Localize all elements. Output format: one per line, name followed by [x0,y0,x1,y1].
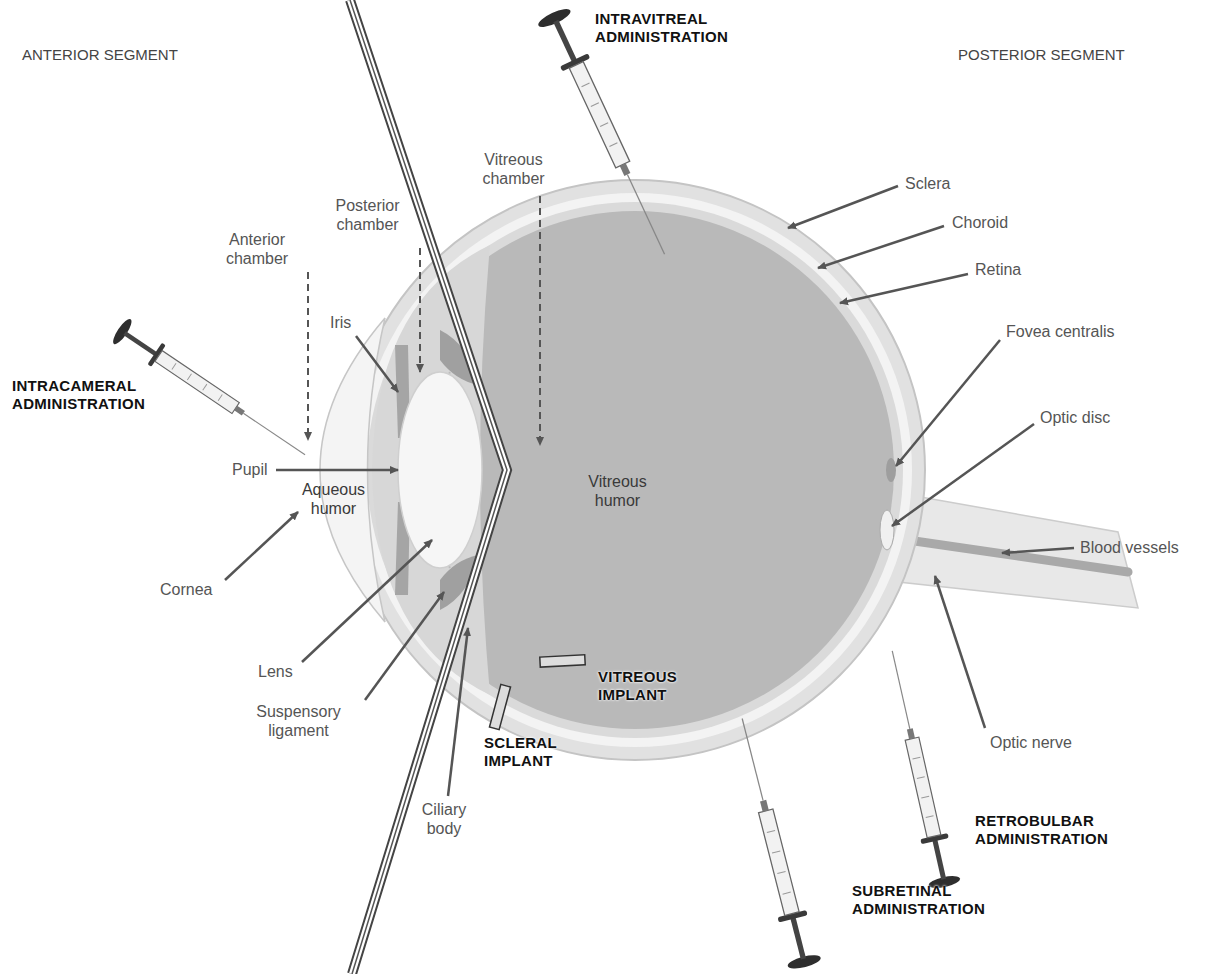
part-name: Fovea centralis [1006,322,1115,341]
part-name: Ciliary body [414,800,474,838]
part-name: Vitreous chamber [466,150,561,188]
part-name: Vitreous humor [570,472,665,510]
part-name: Iris [330,313,351,332]
route-label: SUBRETINAL ADMINISTRATION [852,882,1072,918]
section-heading: ANTERIOR SEGMENT [22,45,178,64]
part-name: Sclera [905,174,950,193]
part-name: Choroid [952,213,1008,232]
part-name: Optic nerve [990,733,1072,752]
part-name: Aqueous humor [296,480,371,518]
implant-label: VITREOUS IMPLANT [598,668,688,704]
part-name: Cornea [160,580,212,599]
route-label: INTRACAMERAL ADMINISTRATION [12,377,202,413]
part-name: Blood vessels [1080,538,1179,557]
part-name: Lens [258,662,293,681]
part-name: Anterior chamber [212,230,302,268]
part-name: Suspensory ligament [236,702,361,740]
part-name: Optic disc [1040,408,1110,427]
implant-label: SCLERAL IMPLANT [484,734,574,770]
section-heading: POSTERIOR SEGMENT [958,45,1125,64]
route-label: RETROBULBAR ADMINISTRATION [975,812,1195,848]
part-name: Posterior chamber [320,196,415,234]
route-label: INTRAVITREAL ADMINISTRATION [595,10,835,46]
part-name: Retina [975,260,1021,279]
part-name: Pupil [232,460,268,479]
